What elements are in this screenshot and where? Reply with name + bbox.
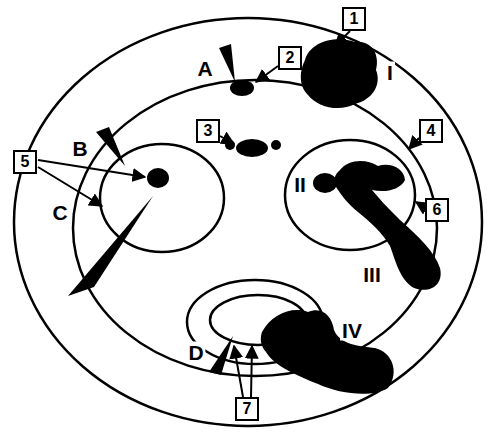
callout-number: 6 <box>433 202 442 218</box>
callout-number: 3 <box>204 123 213 139</box>
callout-box: 4 <box>419 119 443 143</box>
callout-number: 5 <box>21 154 30 170</box>
callout-box: 6 <box>425 198 449 222</box>
part-label: IV <box>340 320 364 341</box>
part-label: I <box>385 62 395 83</box>
callout-box: 5 <box>13 150 37 174</box>
part-label: II <box>292 174 308 195</box>
part-label: D <box>186 342 205 363</box>
callout-box: 7 <box>235 397 259 421</box>
part-label: III <box>361 264 383 285</box>
callout-number: 1 <box>350 11 359 27</box>
callout-box: 1 <box>342 7 366 31</box>
callout-box: 2 <box>278 46 302 70</box>
part-label: A <box>195 58 214 79</box>
callout-number: 4 <box>427 123 436 139</box>
callout-number: 7 <box>243 401 252 417</box>
callout-box: 3 <box>196 119 220 143</box>
callout-number: 2 <box>286 50 295 66</box>
part-label: C <box>50 202 69 223</box>
part-label: B <box>70 138 89 159</box>
